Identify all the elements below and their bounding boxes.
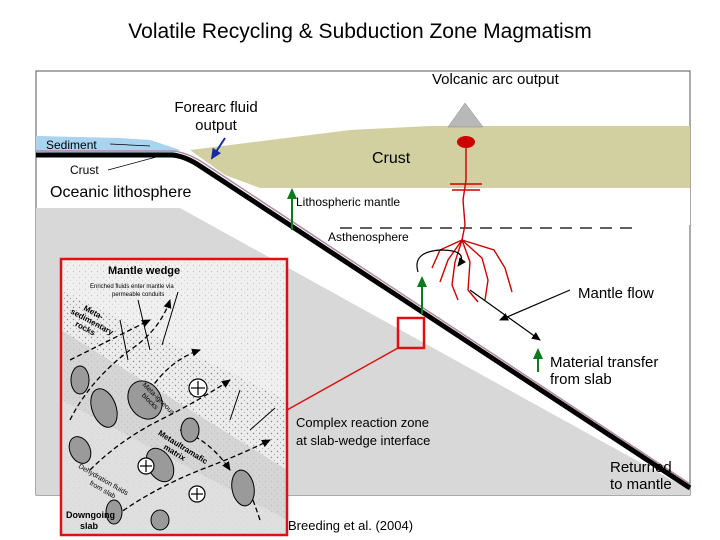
label-reaction-zone-2: at slab-wedge interface xyxy=(296,433,430,448)
label-reaction-zone-1: Complex reaction zone xyxy=(296,415,429,430)
forearc-fluid-arrow xyxy=(210,137,226,160)
citation: Breeding et al. (2004) xyxy=(288,518,414,533)
label-returned-2: to mantle xyxy=(610,476,672,493)
mantle-wedge-inset: Mantle wedge Enriched fluids enter mantl… xyxy=(59,257,289,537)
label-asthenosphere: Asthenosphere xyxy=(328,230,409,244)
inset-downgoing-1: Downgoing xyxy=(66,510,115,520)
volcano-cone xyxy=(447,102,484,128)
label-forearc-2: output xyxy=(195,117,238,134)
magma-chamber xyxy=(457,136,475,148)
label-mantle-flow: Mantle flow xyxy=(578,285,654,302)
label-forearc-1: Forearc fluid xyxy=(174,99,257,116)
lithospheric-mantle-area xyxy=(262,188,690,225)
inset-border xyxy=(59,257,289,537)
inset-title: Mantle wedge xyxy=(108,265,180,277)
inset-subtitle-1: Enriched fluids enter mantle via xyxy=(90,284,174,290)
inset-subtitle-2: permeable conduits xyxy=(112,292,164,298)
mantle-flow-arrow xyxy=(416,249,466,273)
label-material-transfer-1: Material transfer xyxy=(550,354,658,371)
label-returned-1: Returned xyxy=(610,459,672,476)
inset-downgoing-2: slab xyxy=(80,521,99,531)
label-sediment: Sediment xyxy=(46,138,97,152)
label-crust-left: Crust xyxy=(70,163,99,177)
label-volcanic-arc: Volcanic arc output xyxy=(432,71,560,88)
label-oceanic-lithosphere: Oceanic lithosphere xyxy=(50,184,192,201)
label-lithospheric-mantle: Lithospheric mantle xyxy=(296,195,400,209)
page-title: Volatile Recycling & Subduction Zone Mag… xyxy=(128,20,592,43)
reaction-zone-box xyxy=(396,316,426,350)
slab-top-line xyxy=(36,152,692,491)
reaction-zone-connector xyxy=(286,347,399,411)
label-crust-right: Crust xyxy=(372,150,411,167)
crust-layer xyxy=(190,126,690,188)
label-material-transfer-2: from slab xyxy=(550,371,612,388)
